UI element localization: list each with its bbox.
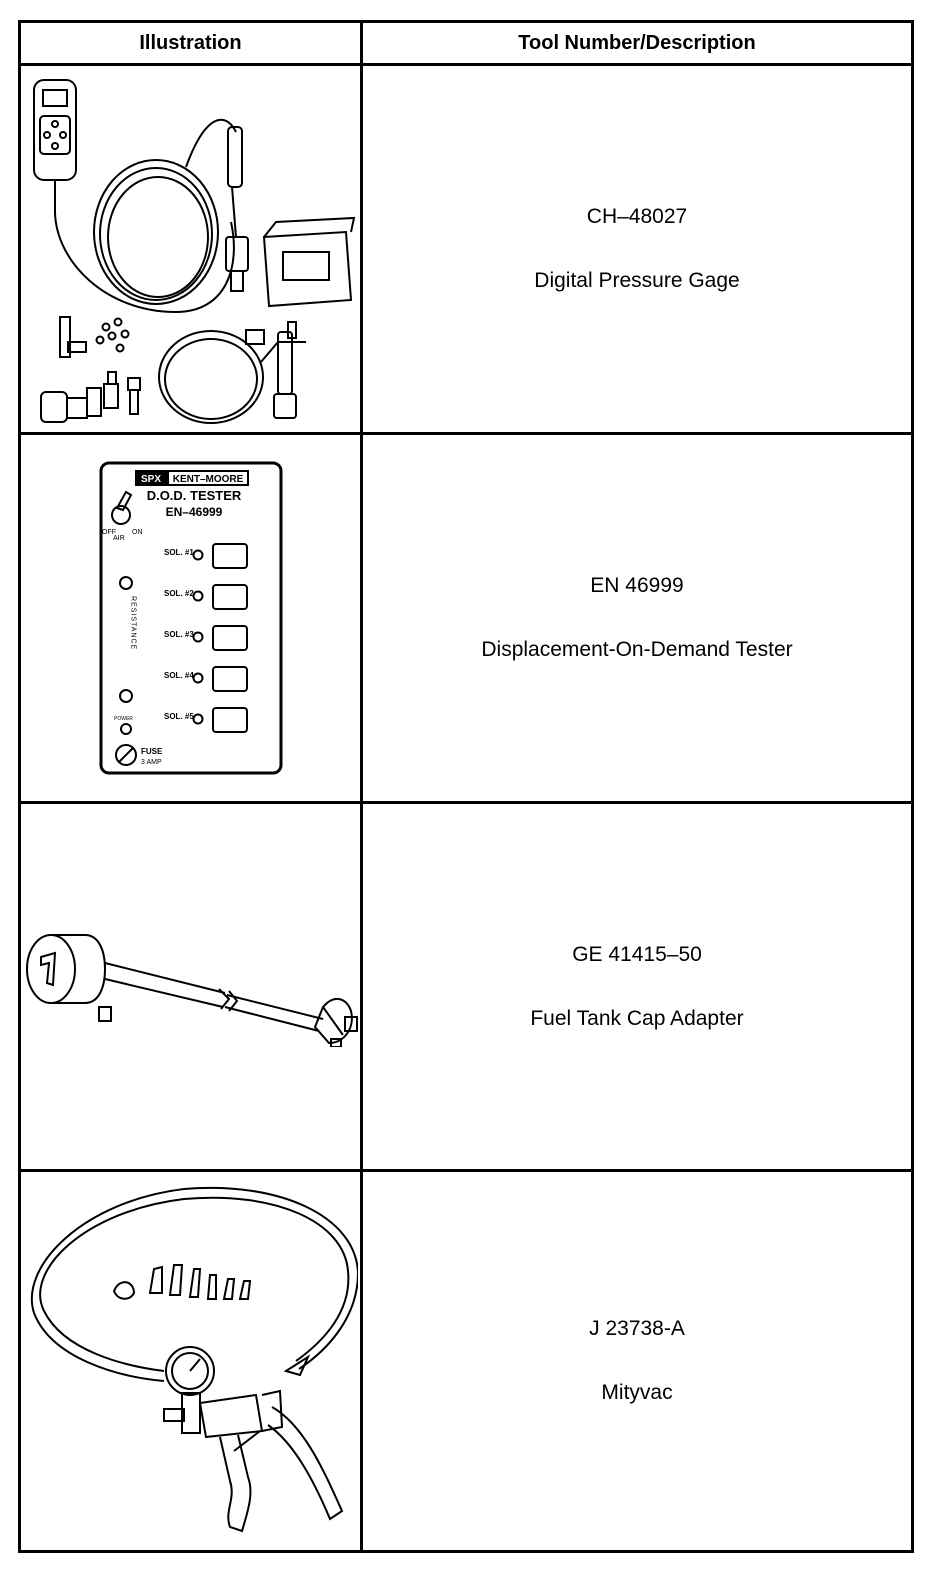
fuse-label: FUSE <box>141 747 163 756</box>
solenoid-label: SOL. #3 <box>164 630 194 639</box>
solenoid-label: SOL. #1 <box>164 548 194 557</box>
tool-number: EN 46999 <box>590 574 684 597</box>
solenoid-row-5: SOL. #5 <box>164 707 248 733</box>
table-row: CH–48027 Digital Pressure Gage <box>18 63 914 435</box>
panel-title: D.O.D. TESTER <box>146 488 241 503</box>
tool-description-cell: GE 41415–50 Fuel Tank Cap Adapter <box>360 801 914 1172</box>
table-row: J 23738-A Mityvac <box>18 1169 914 1553</box>
illustration-cell: SPX KENT–MOORE D.O.D. TESTER EN–46999 OF… <box>18 432 363 804</box>
header-tool-number: Tool Number/Description <box>360 20 914 66</box>
tool-description-cell: J 23738-A Mityvac <box>360 1169 914 1553</box>
resistance-label: RESISTANCE <box>129 596 136 650</box>
header-row: Illustration Tool Number/Description <box>18 20 914 66</box>
solenoid-label: SOL. #2 <box>164 589 194 598</box>
brand-right-label: KENT–MOORE <box>172 474 243 485</box>
table-row: GE 41415–50 Fuel Tank Cap Adapter <box>18 801 914 1172</box>
solenoid-label: SOL. #5 <box>164 712 194 721</box>
solenoid-row-2: SOL. #2 <box>164 584 248 610</box>
solenoid-label: SOL. #4 <box>164 671 194 680</box>
switch-air-label: AIR <box>113 535 125 542</box>
tool-description-cell: CH–48027 Digital Pressure Gage <box>360 63 914 435</box>
illustration-cell <box>18 1169 363 1553</box>
dod-tester-illustration: SPX KENT–MOORE D.O.D. TESTER EN–46999 OF… <box>99 461 282 775</box>
tool-description: Displacement-On-Demand Tester <box>481 638 793 661</box>
power-label: POWER <box>114 716 133 722</box>
switch-on-label: ON <box>132 529 143 536</box>
tool-number: CH–48027 <box>586 205 688 228</box>
air-switch-icon <box>110 505 131 525</box>
illustration-cell <box>18 801 363 1172</box>
tool-description: Fuel Tank Cap Adapter <box>530 1006 744 1030</box>
solenoid-row-3: SOL. #3 <box>164 625 248 651</box>
tools-table: Illustration Tool Number/Description <box>18 20 914 1553</box>
mityvac-illustration <box>30 1186 358 1533</box>
illustration-cell <box>18 63 363 435</box>
tool-number: J 23738-A <box>589 1317 685 1340</box>
solenoid-row-1: SOL. #1 <box>164 543 248 569</box>
fuse-rating-label: 3 AMP <box>141 759 162 766</box>
tool-description: Digital Pressure Gage <box>534 269 740 292</box>
solenoid-row-4: SOL. #4 <box>164 666 248 692</box>
tool-number: GE 41415–50 <box>572 942 702 966</box>
fuel-tank-cap-adapter-illustration <box>25 933 358 1047</box>
header-illustration: Illustration <box>18 20 363 66</box>
brand-left-label: SPX <box>140 474 160 485</box>
tool-description-cell: EN 46999 Displacement-On-Demand Tester <box>360 432 914 804</box>
switch-off-label: OFF <box>102 529 116 536</box>
table-row: SPX KENT–MOORE D.O.D. TESTER EN–46999 OF… <box>18 432 914 804</box>
panel-model: EN–46999 <box>165 505 222 519</box>
tool-description: Mityvac <box>601 1381 673 1404</box>
digital-pressure-gage-illustration <box>32 78 355 424</box>
fuse-icon <box>114 744 137 766</box>
